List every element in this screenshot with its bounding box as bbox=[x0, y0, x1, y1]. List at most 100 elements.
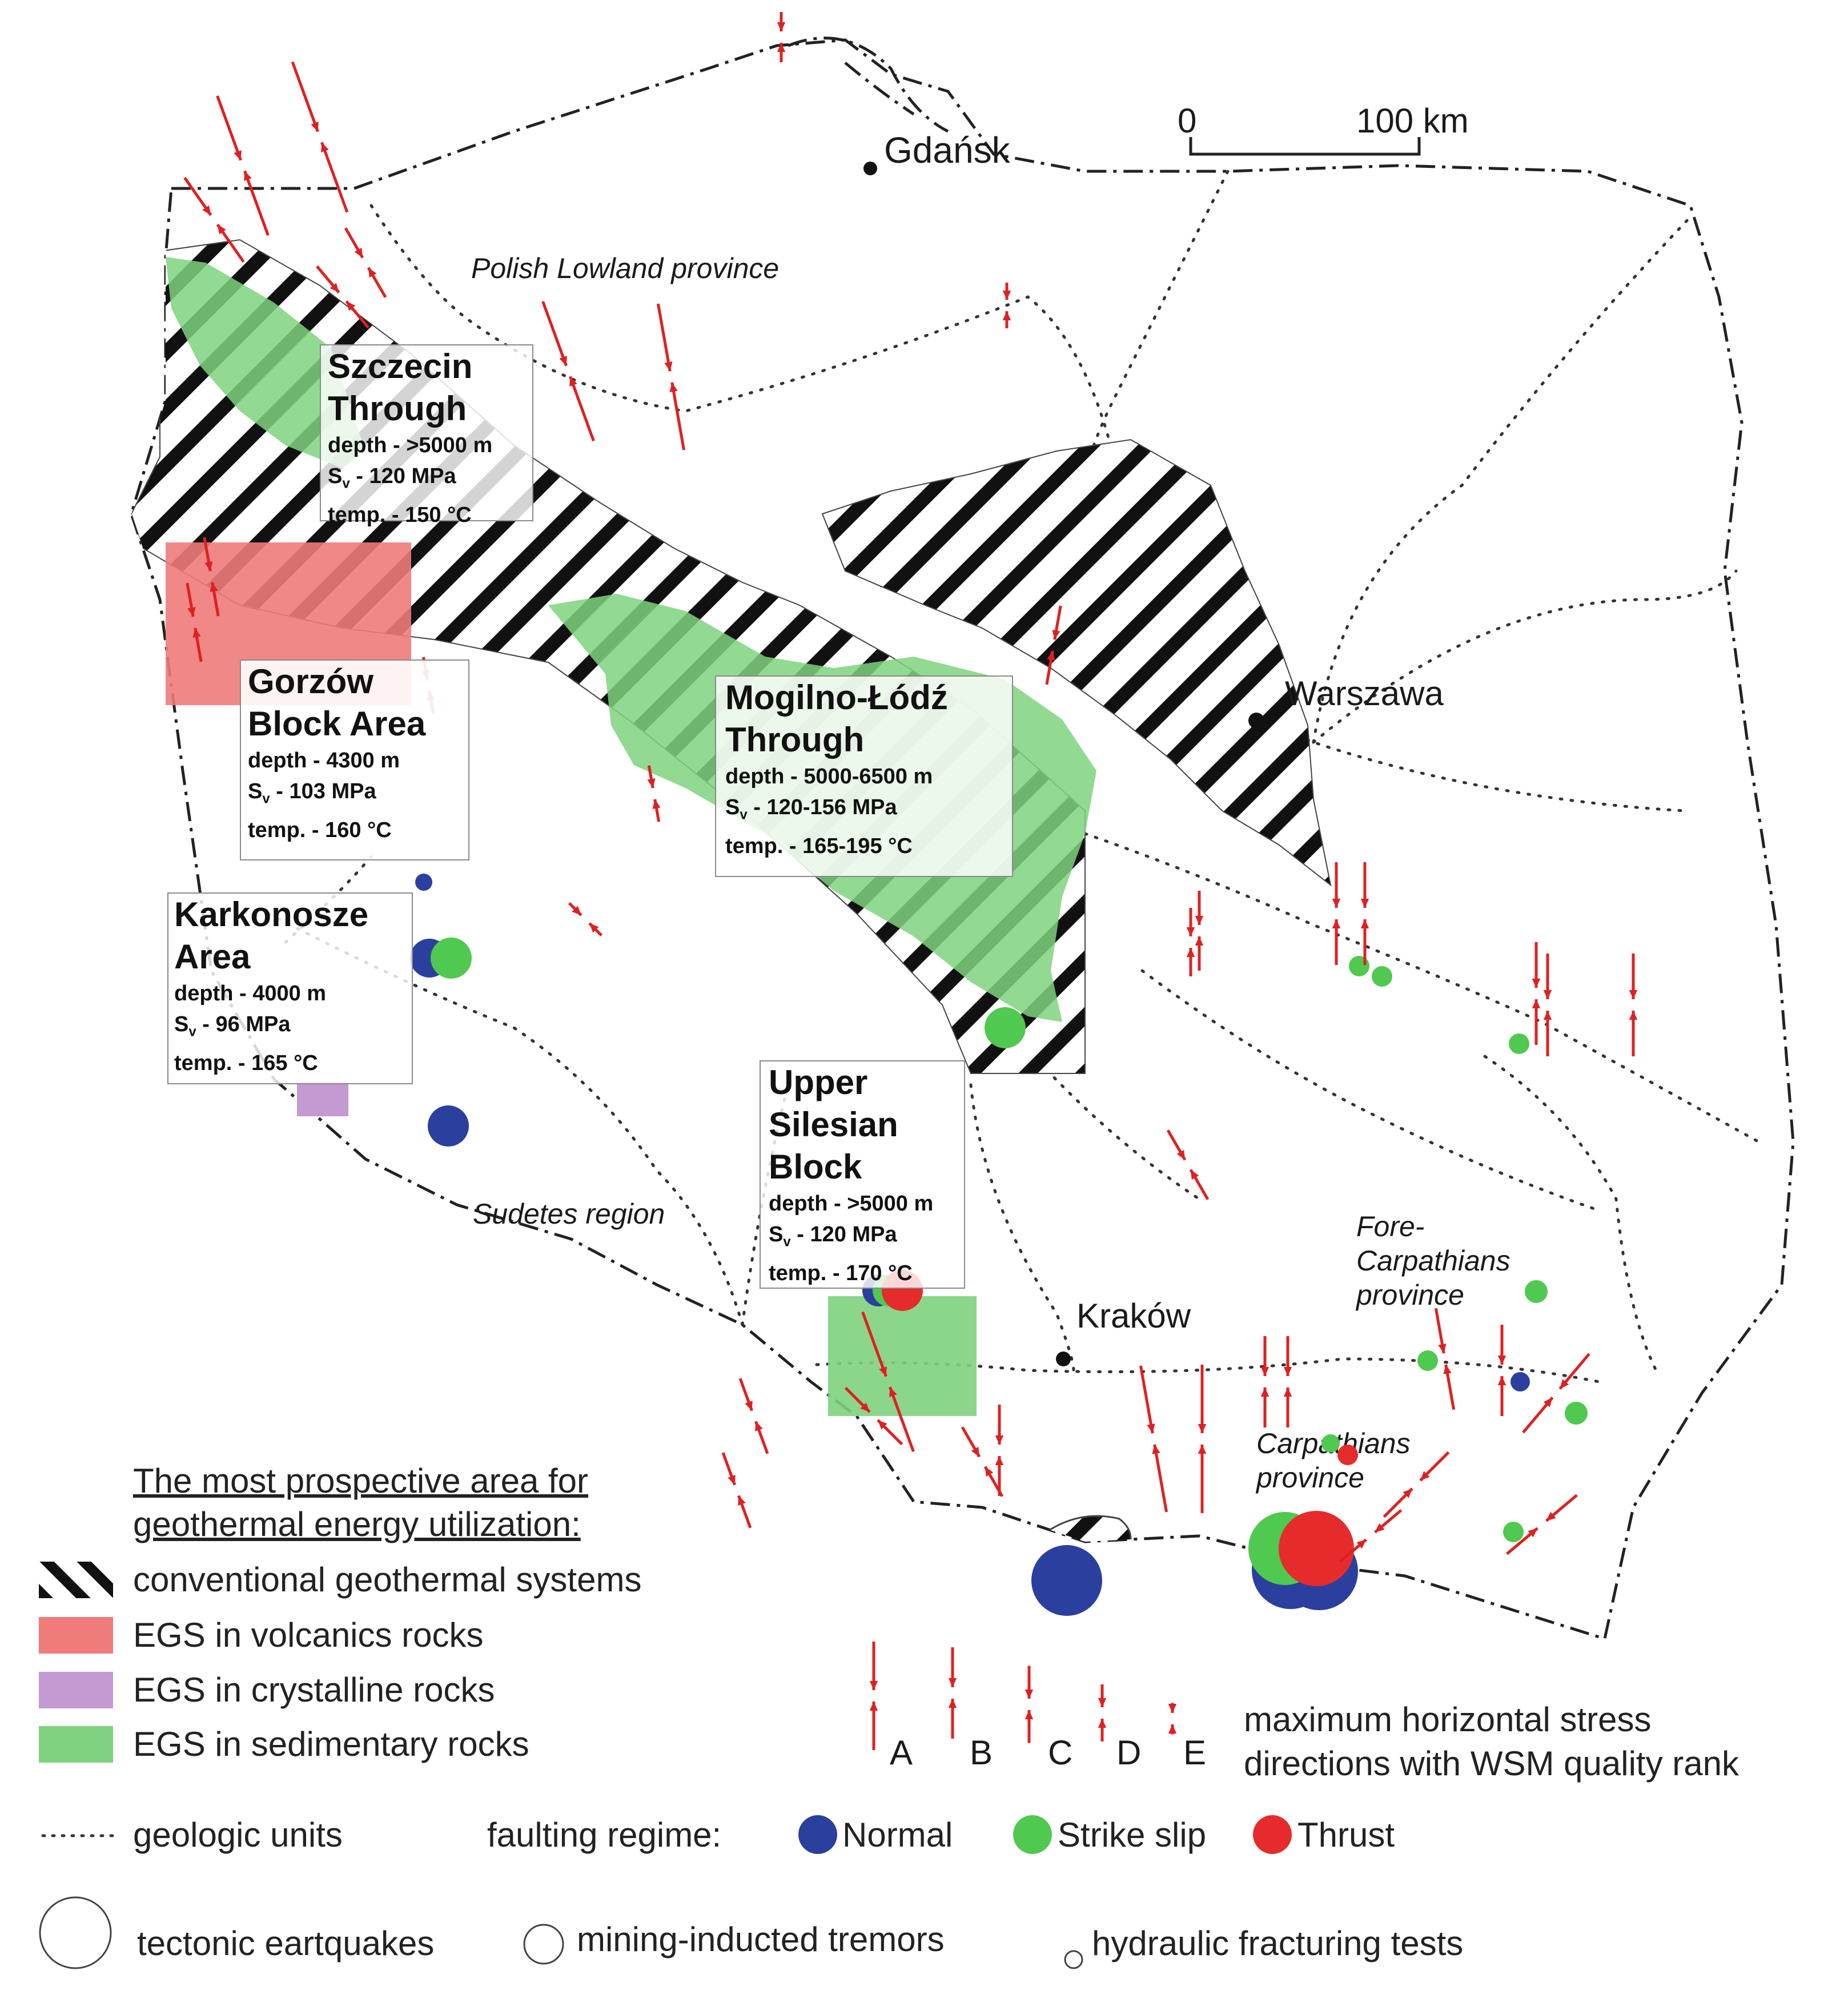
legend-stress-arrow-head bbox=[1025, 1690, 1034, 1699]
area-title: Area bbox=[174, 938, 251, 976]
event-strike-slip bbox=[1565, 1402, 1588, 1425]
stress-arrow-head bbox=[755, 1421, 763, 1431]
region-sudetes: Sudetes region bbox=[473, 1198, 665, 1230]
region-fore-carpathians-1: Fore- bbox=[1356, 1210, 1424, 1242]
stress-arrow-head bbox=[1528, 1528, 1538, 1538]
stress-arrow-head bbox=[1360, 899, 1369, 908]
legend-stress-arrows bbox=[869, 1642, 1177, 1750]
event-normal bbox=[428, 1105, 469, 1147]
area-box-mogilno: Mogilno-Łódź Through depth - 5000-6500 m… bbox=[715, 675, 1013, 877]
legend-normal: Normal bbox=[842, 1816, 953, 1854]
area-box-karkonosze: Karkonosze Area depth - 4000 m Sv - 96 M… bbox=[167, 892, 413, 1084]
stress-arrow-head bbox=[1002, 291, 1011, 300]
city-dot-krakow bbox=[1056, 1352, 1071, 1366]
stress-arrow-head bbox=[210, 582, 218, 592]
legend-tectonic-circle bbox=[39, 1896, 112, 1969]
stress-arrow-head bbox=[354, 247, 363, 258]
legend-normal-dot bbox=[798, 1815, 837, 1854]
scale-bar-start: 0 bbox=[1178, 102, 1196, 140]
legend-swatch-volcanics bbox=[39, 1617, 113, 1654]
area-title: Gorzów bbox=[248, 662, 373, 701]
area-title: Through bbox=[725, 721, 865, 759]
legend-hydraulic: hydraulic fracturing tests bbox=[1092, 1924, 1464, 1962]
event-strike-slip bbox=[1417, 1350, 1438, 1371]
event-strike-slip bbox=[1321, 1434, 1340, 1453]
stress-arrow-head bbox=[652, 799, 661, 809]
stress-arrow-head bbox=[1532, 999, 1541, 1008]
stress-arrow-head bbox=[572, 906, 581, 915]
stress-arrow-shaft bbox=[1153, 1444, 1168, 1513]
area-title: Karkonosze bbox=[174, 895, 369, 934]
area-temp: temp. - 150 °C bbox=[328, 502, 472, 527]
area-sv: Sv - 103 MPa bbox=[248, 779, 376, 807]
stress-arrow-head bbox=[192, 628, 201, 638]
legend-swatch-crystalline bbox=[39, 1672, 113, 1708]
area-box-szczecin: Szczecin Through depth - >5000 m Sv - 12… bbox=[320, 344, 533, 527]
event-strike-slip bbox=[1372, 966, 1392, 987]
stress-arrow-head bbox=[1332, 919, 1341, 928]
stress-arrow-head bbox=[889, 1387, 897, 1397]
legend-stress-text-1: maximum horizontal stress bbox=[1244, 1700, 1652, 1739]
stress-arrow-shaft bbox=[216, 95, 242, 161]
legend-tectonic: tectonic eartquakes bbox=[137, 1924, 435, 1962]
stress-arrow-shaft bbox=[861, 1311, 887, 1377]
area-sv: Sv - 120-156 MPa bbox=[725, 795, 897, 823]
area-depth: depth - 4300 m bbox=[248, 749, 400, 773]
stress-arrow-head bbox=[321, 142, 329, 152]
stress-arrow-head bbox=[1283, 1367, 1292, 1376]
area-title: Block bbox=[769, 1148, 862, 1186]
legend-rank-A: A bbox=[890, 1734, 913, 1772]
area-temp: temp. - 165 °C bbox=[174, 1051, 318, 1075]
legend-hydraulic-circle bbox=[1064, 1950, 1083, 1969]
legend-conventional: conventional geothermal systems bbox=[133, 1560, 642, 1599]
stress-arrow-head bbox=[1543, 1397, 1553, 1407]
city-dot-warszawa bbox=[1248, 713, 1264, 729]
stress-arrow-head bbox=[879, 1366, 887, 1377]
stress-arrow-head bbox=[1356, 1539, 1367, 1549]
region-fore-carpathians-2: Carpathians bbox=[1356, 1245, 1510, 1277]
stress-arrow-shaft bbox=[243, 170, 270, 236]
legend-stress-arrow-head bbox=[948, 1699, 957, 1708]
area-depth: depth - 5000-6500 m bbox=[725, 765, 933, 789]
stress-arrow-head bbox=[995, 1456, 1004, 1465]
area-title: Through bbox=[328, 389, 467, 428]
area-sv: Sv - 120 MPa bbox=[769, 1222, 897, 1250]
stress-arrow-head bbox=[368, 267, 377, 278]
legend-strike-slip-dot bbox=[1013, 1815, 1052, 1854]
stress-arrow-head bbox=[1403, 1489, 1412, 1498]
legend-stress-arrow-head bbox=[1168, 1724, 1177, 1734]
stress-arrow-head bbox=[1186, 948, 1195, 957]
legend-rank-B: B bbox=[970, 1734, 993, 1772]
legend-volcanics: EGS in volcanics rocks bbox=[133, 1616, 484, 1654]
event-normal bbox=[1031, 1545, 1102, 1616]
stress-arrow-head bbox=[1375, 1523, 1385, 1533]
stress-arrow-head bbox=[330, 283, 339, 293]
area-sv: Sv - 96 MPa bbox=[174, 1012, 291, 1040]
stress-arrow-head bbox=[1532, 979, 1541, 988]
city-dot-gdansk bbox=[863, 162, 877, 175]
stress-arrow-shaft bbox=[291, 61, 319, 132]
area-title: Upper bbox=[769, 1063, 868, 1101]
area-sv: Sv - 120 MPa bbox=[328, 464, 456, 492]
stress-arrow-shaft bbox=[1139, 1365, 1154, 1434]
legend-sedimentary: EGS in sedimentary rocks bbox=[133, 1725, 529, 1763]
legend-stress-arrow-head bbox=[1025, 1710, 1034, 1719]
legend-faulting-regime: faulting regime: bbox=[487, 1816, 722, 1854]
stress-arrow-head bbox=[1176, 1149, 1185, 1160]
stress-arrow-head bbox=[1332, 899, 1341, 908]
stress-arrow-head bbox=[1002, 311, 1011, 320]
stress-arrow-head bbox=[1260, 1387, 1270, 1397]
legend-thrust-dot bbox=[1253, 1815, 1292, 1854]
stress-arrow-head bbox=[217, 224, 226, 235]
stress-arrow-head bbox=[777, 22, 786, 31]
scale-bar bbox=[1189, 137, 1421, 156]
legend-rank-D: D bbox=[1116, 1734, 1141, 1772]
area-depth: depth - >5000 m bbox=[769, 1192, 934, 1216]
event-thrust bbox=[1279, 1511, 1354, 1586]
legend-stress-arrow-head bbox=[869, 1681, 878, 1690]
stress-arrow-head bbox=[1497, 1376, 1506, 1385]
seismic-events bbox=[410, 874, 1588, 1616]
event-normal bbox=[1510, 1372, 1530, 1391]
stress-arrow-head bbox=[669, 382, 678, 392]
event-strike-slip bbox=[431, 938, 472, 979]
